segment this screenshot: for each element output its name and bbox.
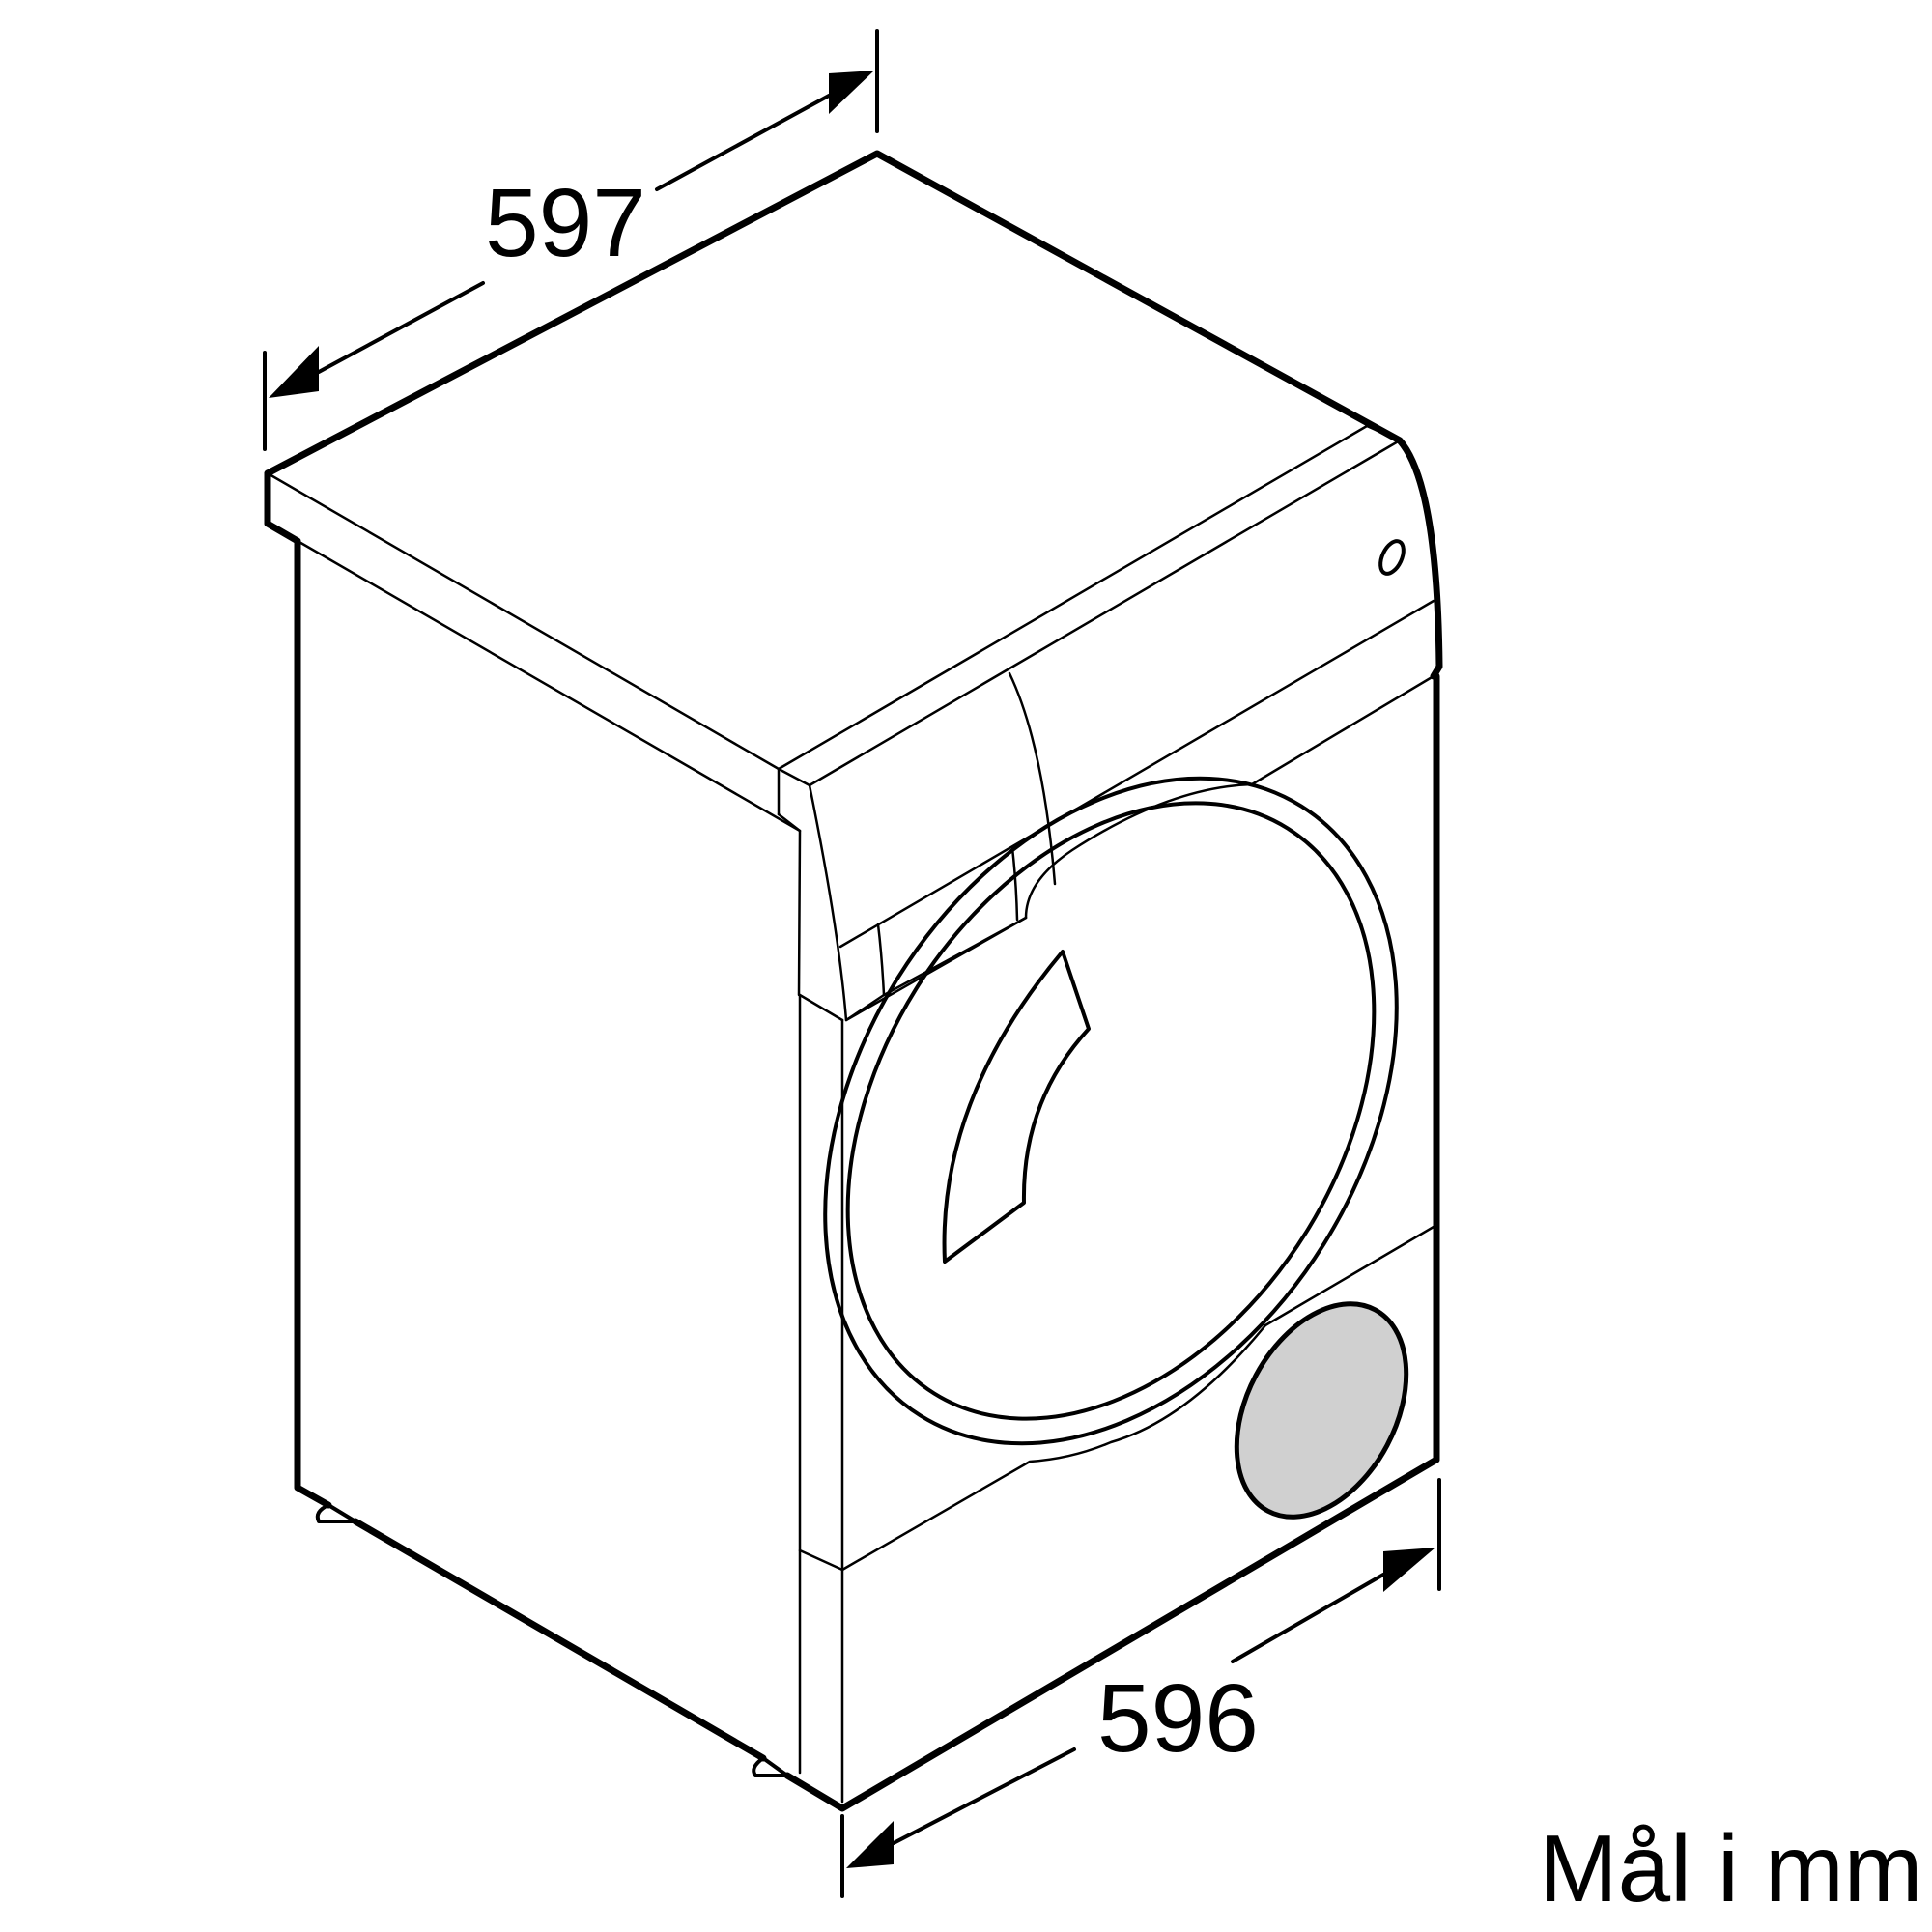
power-knob-icon: [1378, 539, 1406, 576]
top-panel: [264, 150, 1443, 816]
depth-dimension-label: 597: [485, 169, 646, 277]
control-panel: [808, 599, 1435, 1022]
unit-label: Mål i mm: [1539, 1815, 1923, 1921]
side-panel: [264, 469, 802, 1762]
door: [823, 674, 1435, 1572]
foot-rear: [315, 1503, 357, 1523]
arrow-left-icon: [269, 346, 319, 398]
filter-cover: [1234, 1301, 1409, 1520]
width-dimension-line: [840, 1478, 1441, 1898]
front-edges: [783, 672, 1440, 1812]
depth-dimension-line: [263, 29, 879, 451]
arrow-right-icon: [829, 71, 874, 114]
width-dimension-label: 596: [1097, 1664, 1259, 1773]
arrow-left-icon: [846, 1821, 894, 1868]
arrow-right-icon: [1383, 1548, 1435, 1592]
foot-front: [752, 1756, 789, 1777]
